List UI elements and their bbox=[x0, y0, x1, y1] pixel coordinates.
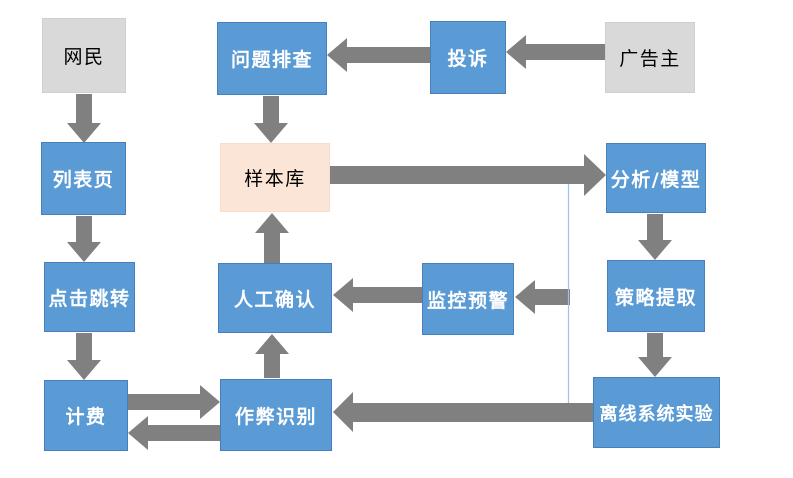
node-list-page: 列表页 bbox=[41, 142, 126, 215]
node-advertiser: 广告主 bbox=[605, 22, 695, 93]
arrow-connector-to-monitor-alert bbox=[515, 280, 570, 314]
arrow-monitor-alert-to-manual-confirm bbox=[333, 278, 422, 312]
node-complaint: 投诉 bbox=[430, 21, 506, 94]
arrow-billing-to-cheat-detect bbox=[128, 385, 220, 419]
node-billing: 计费 bbox=[44, 380, 128, 451]
arrow-problem-check-to-sample-store bbox=[254, 96, 288, 143]
arrow-analysis-model-to-strategy-extract bbox=[638, 214, 672, 260]
arrow-advertiser-to-complaint bbox=[506, 35, 605, 69]
node-netizen: 网民 bbox=[42, 18, 126, 93]
arrow-list-page-to-click-jump bbox=[67, 216, 101, 262]
node-monitor-alert: 监控预警 bbox=[422, 263, 514, 335]
arrow-click-jump-to-billing bbox=[67, 333, 101, 380]
arrow-cheat-detect-to-billing bbox=[128, 416, 220, 450]
node-problem-check: 问题排查 bbox=[217, 22, 327, 95]
node-offline-experiment: 离线系统实验 bbox=[593, 377, 720, 448]
node-analysis-model: 分析/模型 bbox=[606, 143, 706, 213]
arrow-cheat-detect-to-manual-confirm bbox=[255, 334, 289, 378]
node-sample-store: 样本库 bbox=[220, 143, 330, 212]
node-manual-confirm: 人工确认 bbox=[218, 263, 332, 333]
arrow-strategy-extract-to-offline-experiment bbox=[638, 333, 672, 377]
arrow-sample-store-to-analysis-model bbox=[330, 154, 606, 196]
node-strategy-extract: 策略提取 bbox=[607, 260, 705, 332]
node-click-jump: 点击跳转 bbox=[44, 262, 135, 332]
arrow-offline-experiment-to-cheat-detect bbox=[333, 392, 593, 432]
arrow-complaint-to-problem-check bbox=[327, 38, 430, 72]
node-cheat-detect: 作弊识别 bbox=[220, 379, 332, 451]
arrow-netizen-to-list-page bbox=[67, 94, 101, 143]
arrow-manual-confirm-to-sample-store bbox=[255, 213, 289, 263]
